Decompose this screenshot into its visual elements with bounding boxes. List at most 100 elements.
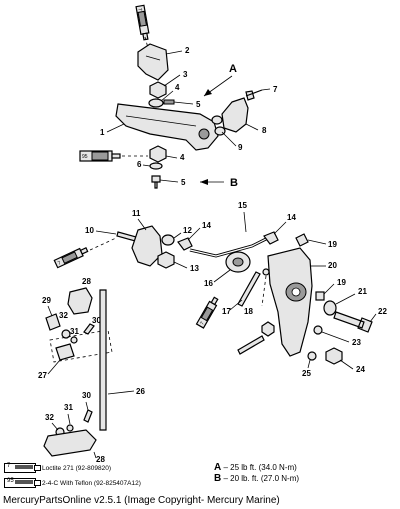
legend-text-teflon: 2-4-C With Teflon (92-825407A12) — [42, 479, 141, 487]
part-31-washer-lower — [66, 424, 74, 432]
teflon-tube-icon: 95 — [4, 478, 41, 488]
torque-row-a: A – 25 lb ft. (34.0 N-m) — [214, 462, 394, 473]
part-14-clip-right — [263, 231, 279, 245]
part-29-pin — [45, 313, 61, 331]
callout-22: 22 — [378, 307, 387, 316]
callout-5-lower: 5 — [181, 178, 186, 187]
legend-text-loctite: Loctite 271 (92-809820) — [42, 464, 112, 472]
callout-19-lower: 19 — [337, 278, 346, 287]
callout-5-upper: 5 — [196, 100, 201, 109]
callout-31-lower: 31 — [64, 403, 73, 412]
loctite-tube-right: 7 — [195, 296, 219, 329]
callout-9: 9 — [238, 143, 243, 152]
part-28-bracket-lower — [43, 429, 97, 457]
callout-3: 3 — [183, 70, 188, 79]
callout-7: 7 — [273, 85, 278, 94]
callout-12: 12 — [183, 226, 192, 235]
part-30-pin-lower — [83, 409, 93, 423]
torque-value-b: – 20 lb. ft. (27.0 N-m) — [221, 474, 300, 483]
part-13-nut — [157, 251, 175, 269]
part-11-bracket — [131, 225, 163, 267]
part-28-bracket-upper — [67, 287, 93, 315]
torque-specs: A – 25 lb ft. (34.0 N-m) B – 20 lb. ft. … — [214, 462, 394, 484]
torque-letter-a: A — [214, 462, 222, 473]
part-27-link — [55, 343, 75, 361]
part-7-screw — [245, 89, 263, 101]
callout-30-lower: 30 — [82, 391, 91, 400]
part-32-washer-upper — [61, 329, 71, 339]
callout-14-right: 14 — [287, 213, 296, 222]
callout-29: 29 — [42, 296, 51, 305]
svg-text:95: 95 — [82, 154, 88, 160]
callout-27: 27 — [38, 371, 47, 380]
part-5-screw-upper — [163, 99, 175, 105]
part-8-bracket — [221, 97, 249, 133]
svg-text:7: 7 — [199, 321, 206, 327]
part-6-washer — [149, 162, 163, 170]
part-3-nut — [149, 81, 167, 99]
callout-14-left: 14 — [202, 221, 211, 230]
loctite-tube-icon: 7 — [4, 463, 41, 473]
callout-15: 15 — [238, 201, 247, 210]
callout-28-lower: 28 — [96, 455, 105, 464]
part-4-nut-lower — [149, 145, 167, 163]
callout-32-upper: 32 — [59, 311, 68, 320]
torque-value-a: – 25 lb ft. (34.0 N-m) — [221, 463, 297, 472]
callout-25: 25 — [302, 369, 311, 378]
part-5-bolt-lower — [151, 175, 161, 189]
callout-28-upper: 28 — [82, 277, 91, 286]
callout-18: 18 — [244, 307, 253, 316]
callout-31-upper: 31 — [70, 327, 79, 336]
callout-16: 16 — [204, 279, 213, 288]
callout-19-upper: 19 — [328, 240, 337, 249]
part-1-lever — [115, 103, 219, 151]
part-18-nut — [262, 268, 270, 276]
copyright-footer: MercuryPartsOnline v2.5.1 (Image Copyrig… — [3, 495, 280, 506]
arrow-label-a: A — [229, 63, 237, 75]
svg-text:7: 7 — [57, 260, 62, 267]
callout-17: 17 — [222, 307, 231, 316]
part-19-bushing-upper — [295, 233, 309, 247]
part-12-bushing — [161, 234, 175, 246]
callout-20: 20 — [328, 261, 337, 270]
sealant-legend: 7 Loctite 271 (92-809820) 95 2-4-C With … — [4, 462, 194, 492]
part-17-screw-upper — [237, 271, 261, 307]
callout-13: 13 — [190, 264, 199, 273]
part-16-spool — [225, 251, 251, 273]
callout-6: 6 — [137, 160, 142, 169]
callout-30-upper: 30 — [92, 316, 101, 325]
arrow-label-b: B — [230, 177, 238, 189]
part-14-clip-left — [177, 237, 193, 251]
part-25-washer — [307, 351, 317, 361]
torque-letter-b: B — [214, 473, 222, 484]
callout-8: 8 — [262, 126, 267, 135]
callout-4-lower: 4 — [180, 153, 185, 162]
callout-4-upper: 4 — [175, 83, 180, 92]
part-4-washer-upper — [148, 98, 164, 108]
part-31-washer-upper — [70, 336, 78, 344]
callout-2: 2 — [185, 46, 190, 55]
callout-21: 21 — [358, 287, 367, 296]
legend-row-teflon: 95 2-4-C With Teflon (92-825407A12) — [4, 477, 194, 489]
callout-26: 26 — [136, 387, 145, 396]
part-24-nut — [325, 347, 343, 365]
torque-row-b: B – 20 lb. ft. (27.0 N-m) — [214, 473, 394, 484]
loctite-tube-middle: 7 — [53, 247, 89, 269]
teflon-tube: 95 — [79, 150, 121, 162]
loctite-tube-top: 7 — [135, 4, 150, 41]
callout-24: 24 — [356, 365, 365, 374]
part-20-lever — [267, 247, 313, 357]
svg-text:7: 7 — [136, 8, 142, 12]
part-21-washer — [323, 300, 337, 316]
part-2-clamp — [137, 43, 169, 81]
part-22-bolt — [333, 311, 373, 333]
callout-11: 11 — [132, 209, 141, 218]
callout-1: 1 — [100, 128, 105, 137]
part-19-bushing-lower — [315, 291, 325, 301]
callout-23: 23 — [352, 338, 361, 347]
part-17-screw-lower — [237, 335, 265, 355]
part-26-rod — [99, 289, 107, 431]
part-23-washer — [313, 325, 323, 335]
legend-row-loctite: 7 Loctite 271 (92-809820) — [4, 462, 194, 474]
